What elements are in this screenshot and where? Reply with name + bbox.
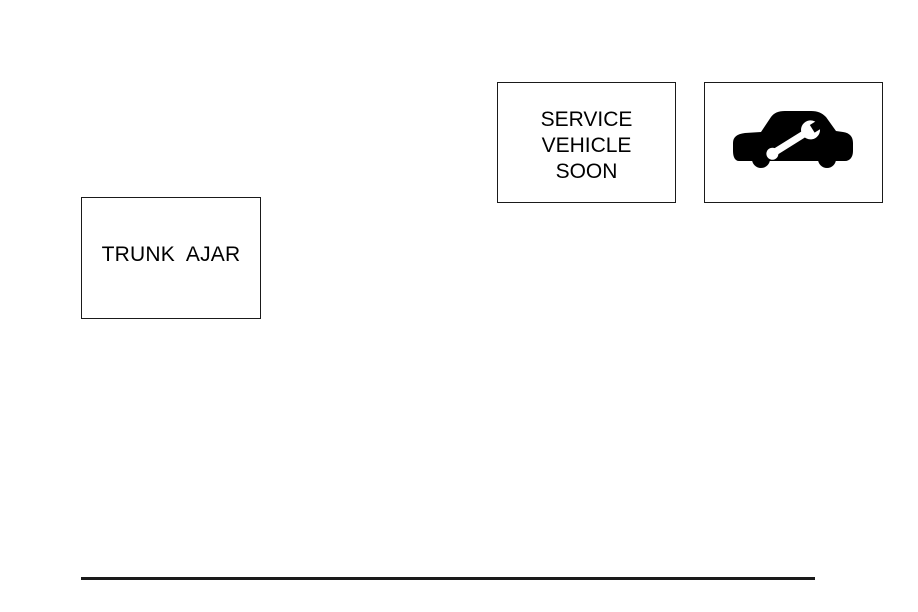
service-text-line-2: VEHICLE: [498, 133, 675, 159]
service-text-line-1: SERVICE: [498, 107, 675, 133]
trunk-ajar-message-panel: TRUNK AJAR: [81, 197, 261, 319]
service-vehicle-soon-message-panel: SERVICE VEHICLE SOON: [497, 82, 676, 203]
trunk-ajar-text: TRUNK AJAR: [82, 243, 260, 267]
footer-rule: [81, 577, 815, 580]
service-vehicle-symbol-panel: [704, 82, 883, 203]
service-text-line-3: SOON: [498, 159, 675, 185]
service-vehicle-soon-text: SERVICE VEHICLE SOON: [498, 107, 675, 185]
car-with-wrench-icon: [731, 107, 855, 169]
